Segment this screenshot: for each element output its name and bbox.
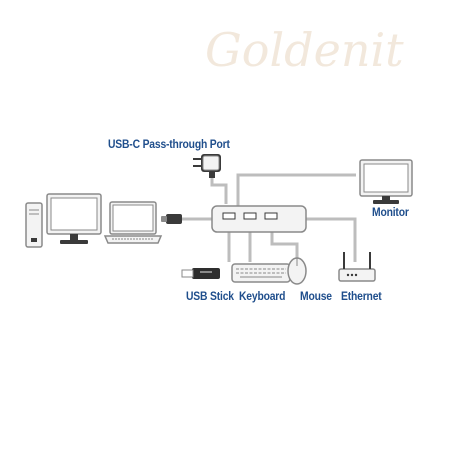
usb-stick-icon [181,268,220,279]
line-to-mouse [270,232,299,258]
usb-c-hub-icon [211,205,307,233]
monitor-icon [359,159,413,204]
line-to-ethernet [304,217,357,262]
line-to-passthrough [210,176,228,204]
label-mouse: Mouse [300,291,332,303]
watermark-logo: Goldenit [205,23,404,77]
usb-c-plug-icon [161,214,182,224]
label-ethernet: Ethernet [341,291,382,303]
watermark-text: Goldenit [205,23,404,77]
usb-c-charger-icon [193,154,221,178]
mouse-icon [287,257,307,285]
router-icon [338,252,376,282]
connection-lines [182,173,357,262]
laptop-icon [103,201,163,244]
keyboard-icon [231,263,291,283]
line-to-monitor [236,173,356,213]
label-usb-stick: USB Stick [186,291,234,303]
label-passthrough: USB-C Pass-through Port [108,139,230,151]
label-keyboard: Keyboard [239,291,286,303]
label-monitor: Monitor [372,207,409,219]
desktop-pc-icon [25,193,102,248]
